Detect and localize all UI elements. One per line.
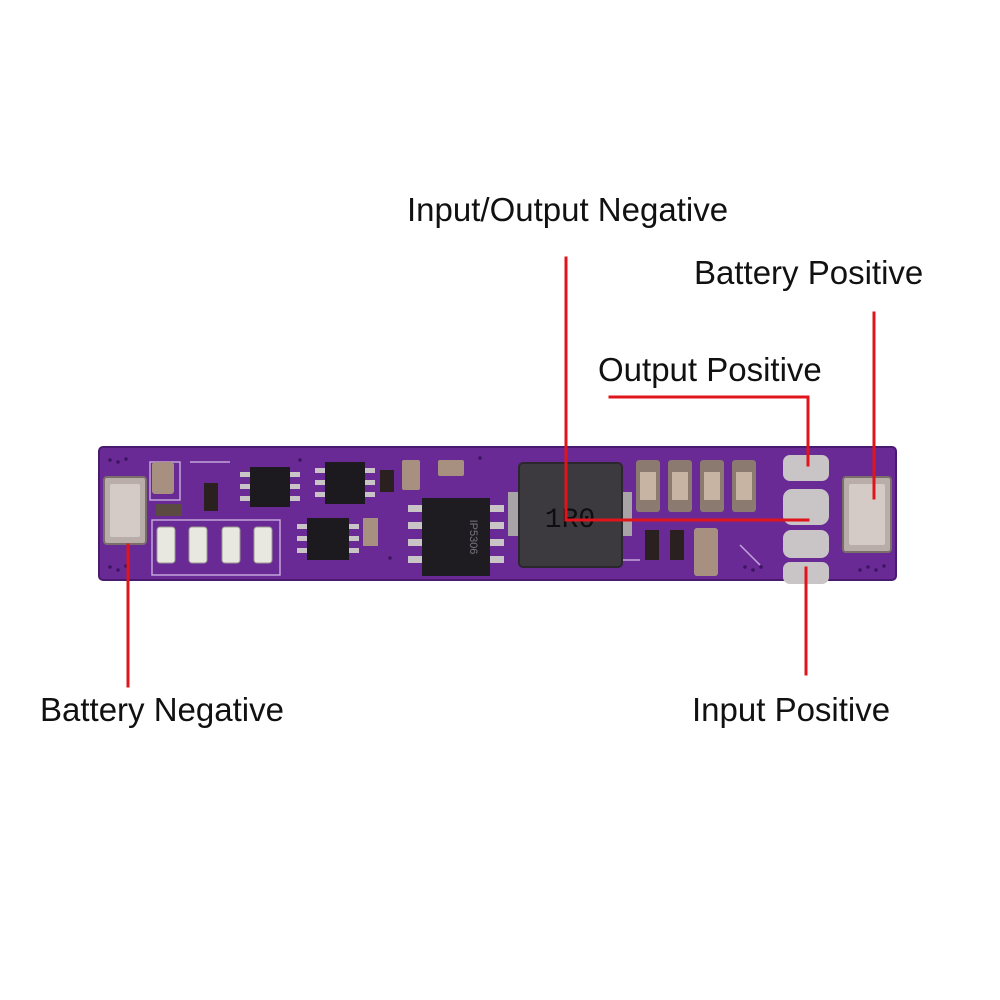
capacitor — [694, 528, 718, 576]
resistor — [156, 504, 182, 516]
label-battery-negative: Battery Negative — [40, 691, 284, 728]
capacitor-row — [636, 460, 756, 512]
transistor-chip — [240, 467, 300, 507]
label-input-positive: Input Positive — [692, 691, 891, 728]
battery-positive-pad — [842, 476, 892, 553]
chip-marking: IP5306 — [467, 520, 479, 555]
resistor — [645, 530, 659, 560]
resistor — [670, 530, 684, 560]
resistor — [204, 483, 218, 511]
led-row — [156, 526, 273, 564]
capacitor — [438, 460, 464, 476]
resistor — [363, 518, 378, 546]
leader-output-positive — [608, 395, 810, 467]
transistor-chip — [297, 518, 359, 560]
leader-input-output-negative — [564, 256, 810, 522]
power-management-chip: IP5306 — [408, 498, 504, 576]
label-output-positive: Output Positive — [598, 351, 822, 388]
transistor-chip — [315, 462, 375, 504]
capacitor — [152, 462, 174, 494]
battery-negative-pad — [103, 476, 147, 545]
resistor — [380, 470, 394, 492]
capacitor — [402, 460, 420, 490]
label-input-output-negative: Input/Output Negative — [407, 191, 729, 228]
inductor: 1R0 — [508, 462, 632, 568]
label-battery-positive: Battery Positive — [694, 254, 924, 291]
